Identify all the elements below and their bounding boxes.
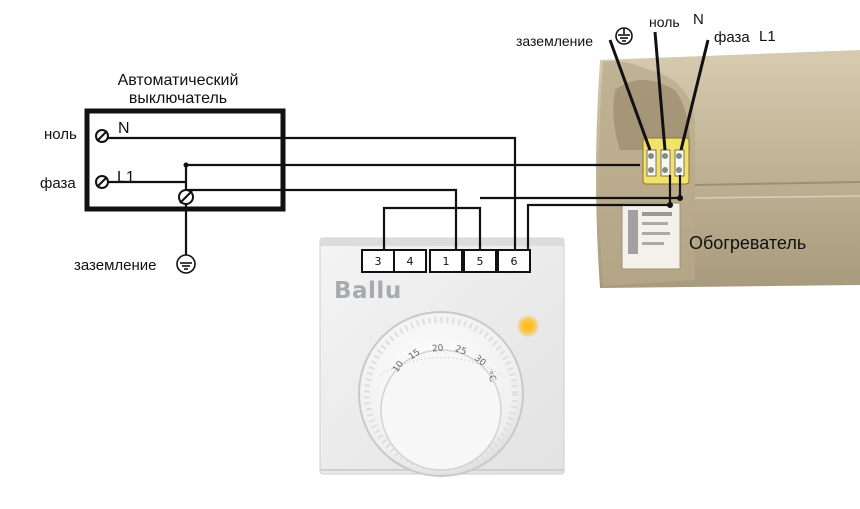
thermostat-terminal-5: 5 (463, 249, 497, 273)
heater-phase-letter: L1 (759, 28, 776, 45)
neutral-letter: N (118, 120, 130, 137)
junction-dot (677, 195, 683, 201)
neutral-label: ноль (44, 126, 77, 143)
heater-neutral-letter: N (693, 11, 704, 28)
phase-label: фаза (40, 175, 76, 192)
junction-dot (667, 202, 673, 208)
ground-symbol-icon (176, 254, 196, 274)
thermostat-terminal-1: 1 (429, 249, 463, 273)
heater-phase-label: фаза (714, 29, 750, 46)
ground-label: заземление (74, 257, 157, 274)
phase-letter: L1 (117, 169, 135, 186)
brand-logo: Ballu (334, 278, 402, 304)
thermostat-terminal-6: 6 (497, 249, 531, 273)
temperature-dial[interactable] (358, 311, 524, 477)
thermostat-terminal-4: 4 (393, 249, 427, 273)
breaker-title-line1: Автоматический (117, 72, 239, 89)
heater-label: Обогреватель (689, 233, 807, 253)
dial-mark: 20 (431, 343, 444, 355)
breaker-terminals (95, 129, 194, 205)
breaker-title: Автоматический выключатель (103, 72, 253, 109)
thermostat-terminal-3: 3 (361, 249, 395, 273)
breaker-title-line2: выключатель (128, 90, 228, 108)
heater-ground-label: заземление (516, 33, 594, 49)
indicator-light-core (523, 321, 533, 331)
heater-neutral-label: ноль (649, 14, 680, 30)
wires (100, 31, 710, 255)
heater-ground-symbol-icon (615, 27, 633, 45)
